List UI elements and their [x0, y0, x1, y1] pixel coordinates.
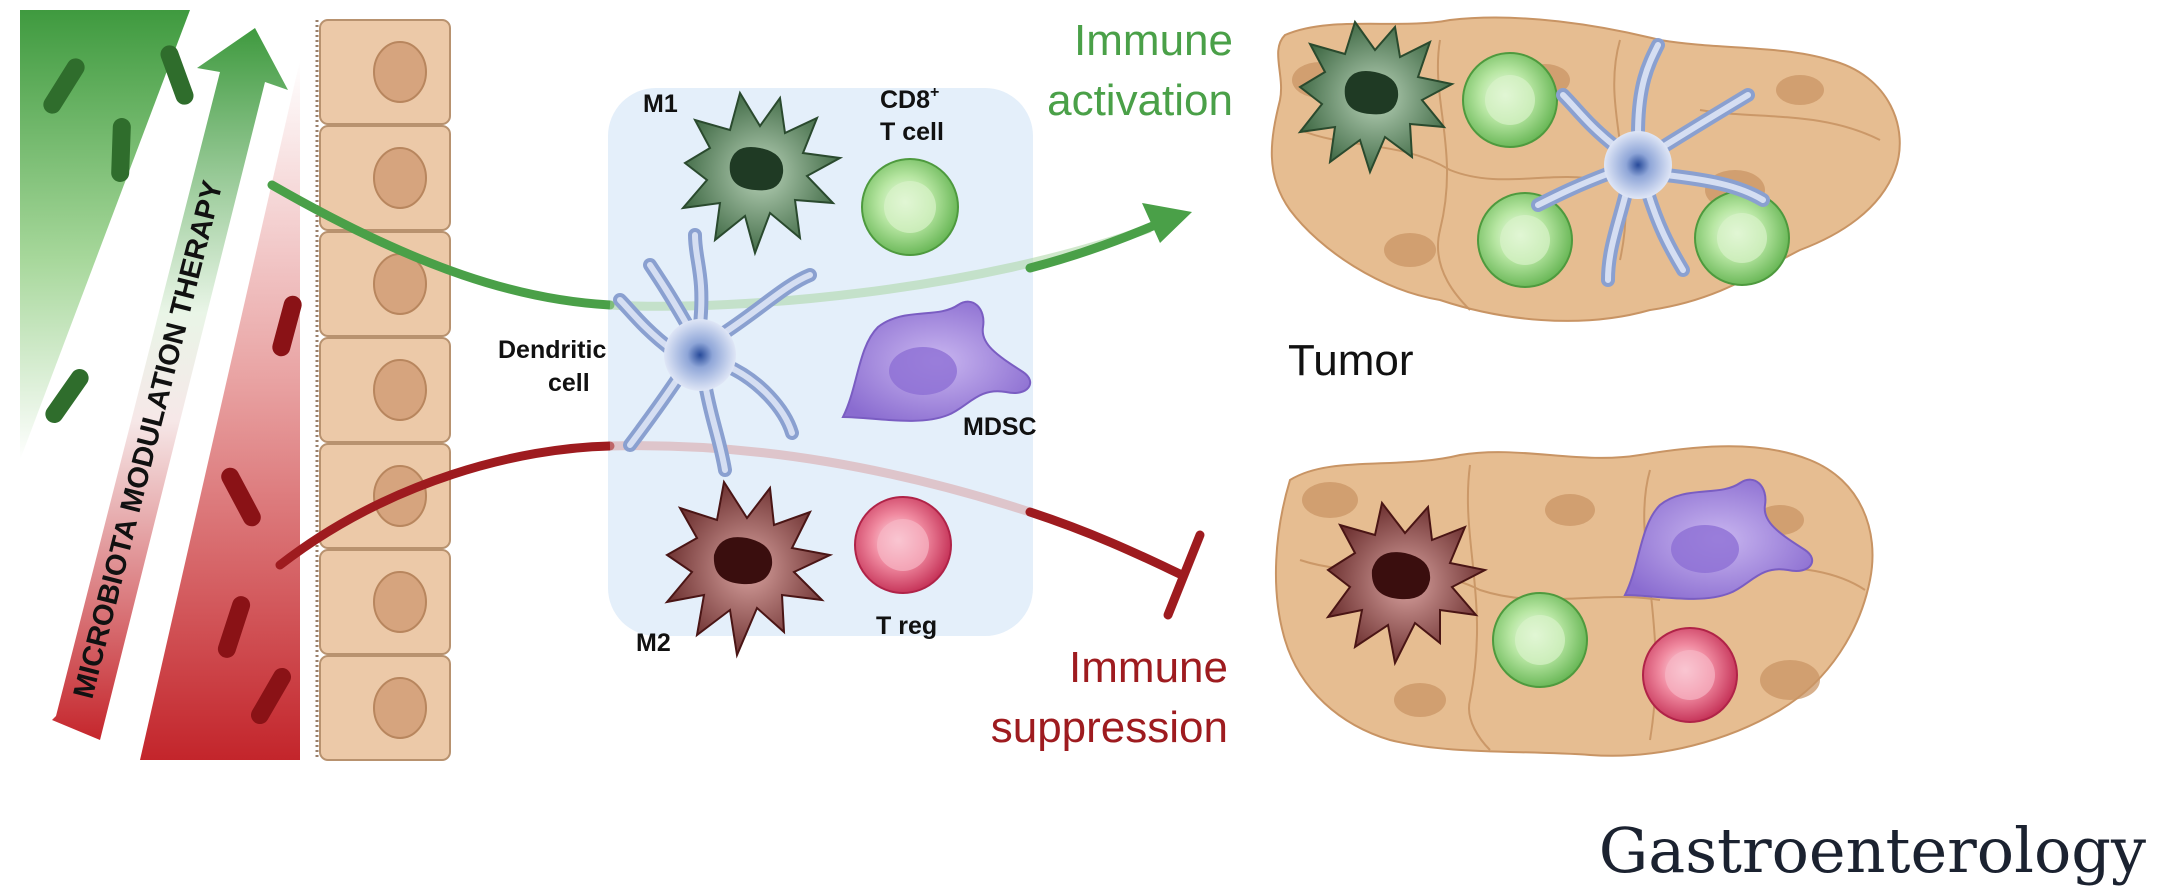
red-gradient-wedge: [140, 60, 300, 760]
green-gradient-wedge: [20, 10, 190, 460]
mdsc-icon: [1623, 478, 1814, 600]
green-bacteria-icon: [111, 118, 131, 182]
red-bacteria-icon: [251, 667, 291, 725]
red-bacteria-group: [217, 295, 302, 725]
suppression-label-line2: suppression: [991, 703, 1228, 752]
m1-macrophage-icon: [680, 90, 844, 257]
epithelial-cell: [319, 443, 451, 549]
activation-path: [267, 180, 615, 310]
cd8-t-cell-icon: [1462, 52, 1558, 148]
mdsc-icon: [841, 300, 1032, 422]
green-bacteria-icon: [43, 58, 85, 114]
red-bacteria-icon: [217, 596, 251, 658]
dendritic-cell-icon: [613, 228, 817, 477]
treg-cell-icon: [854, 496, 952, 594]
red-bacteria-icon: [221, 467, 261, 527]
activation-label-line1: Immune: [1074, 16, 1233, 65]
activation-label-line2: activation: [1047, 76, 1233, 125]
journal-name: Gastroenterology: [1599, 814, 2146, 886]
cd8-t-cell-icon: [1492, 592, 1588, 688]
suppression-path-faded: [609, 441, 1032, 517]
epithelial-cell: [319, 337, 451, 443]
cd8-label-line1: CD8+: [880, 84, 939, 114]
m2-macrophage-icon: [1325, 500, 1488, 667]
dendritic-label-line1: Dendritic: [498, 336, 606, 364]
suppression-blocker-icon: [1163, 530, 1205, 620]
tumor-activated: [1270, 16, 1901, 322]
cd8-label-sup: +: [930, 84, 939, 101]
treg-label: T reg: [876, 612, 937, 640]
lumen-gradient: [20, 10, 300, 760]
green-bacteria-group: [43, 45, 194, 424]
tumor-label: Tumor: [1288, 336, 1414, 385]
activation-path-end: [1025, 220, 1160, 273]
epithelial-cell: [319, 549, 451, 655]
cd8-t-cell-icon: [861, 158, 959, 256]
tumor-suppressed: [1274, 445, 1874, 757]
epithelial-cell: [319, 19, 451, 125]
suppression-label-line1: Immune: [1069, 643, 1228, 692]
m2-label: M2: [636, 629, 671, 657]
epithelium-column: [315, 19, 451, 761]
epithelial-cell: [319, 655, 451, 761]
m2-macrophage-icon: [664, 479, 834, 659]
cd8-label-line2: T cell: [880, 118, 944, 146]
dendritic-cell-icon: [1531, 38, 1770, 287]
green-bacteria-icon: [160, 45, 194, 105]
m1-macrophage-icon: [1297, 19, 1455, 175]
cd8-t-cell-icon: [1694, 190, 1790, 286]
m1-label: M1: [643, 90, 678, 118]
suppression-path: [275, 441, 615, 570]
green-bacteria-icon: [45, 368, 89, 424]
suppression-path-end: [1025, 507, 1187, 580]
therapy-arrow-shape: [52, 28, 288, 740]
dendritic-label-line2: cell: [548, 369, 590, 397]
epithelial-cell: [319, 125, 451, 231]
cd8-label-text: CD8: [880, 86, 930, 114]
cd8-t-cell-icon: [1477, 192, 1573, 288]
activation-arrowhead: [1142, 203, 1192, 243]
red-bacteria-icon: [272, 295, 302, 357]
treg-cell-icon: [1642, 627, 1738, 723]
mdsc-label: MDSC: [963, 413, 1037, 441]
